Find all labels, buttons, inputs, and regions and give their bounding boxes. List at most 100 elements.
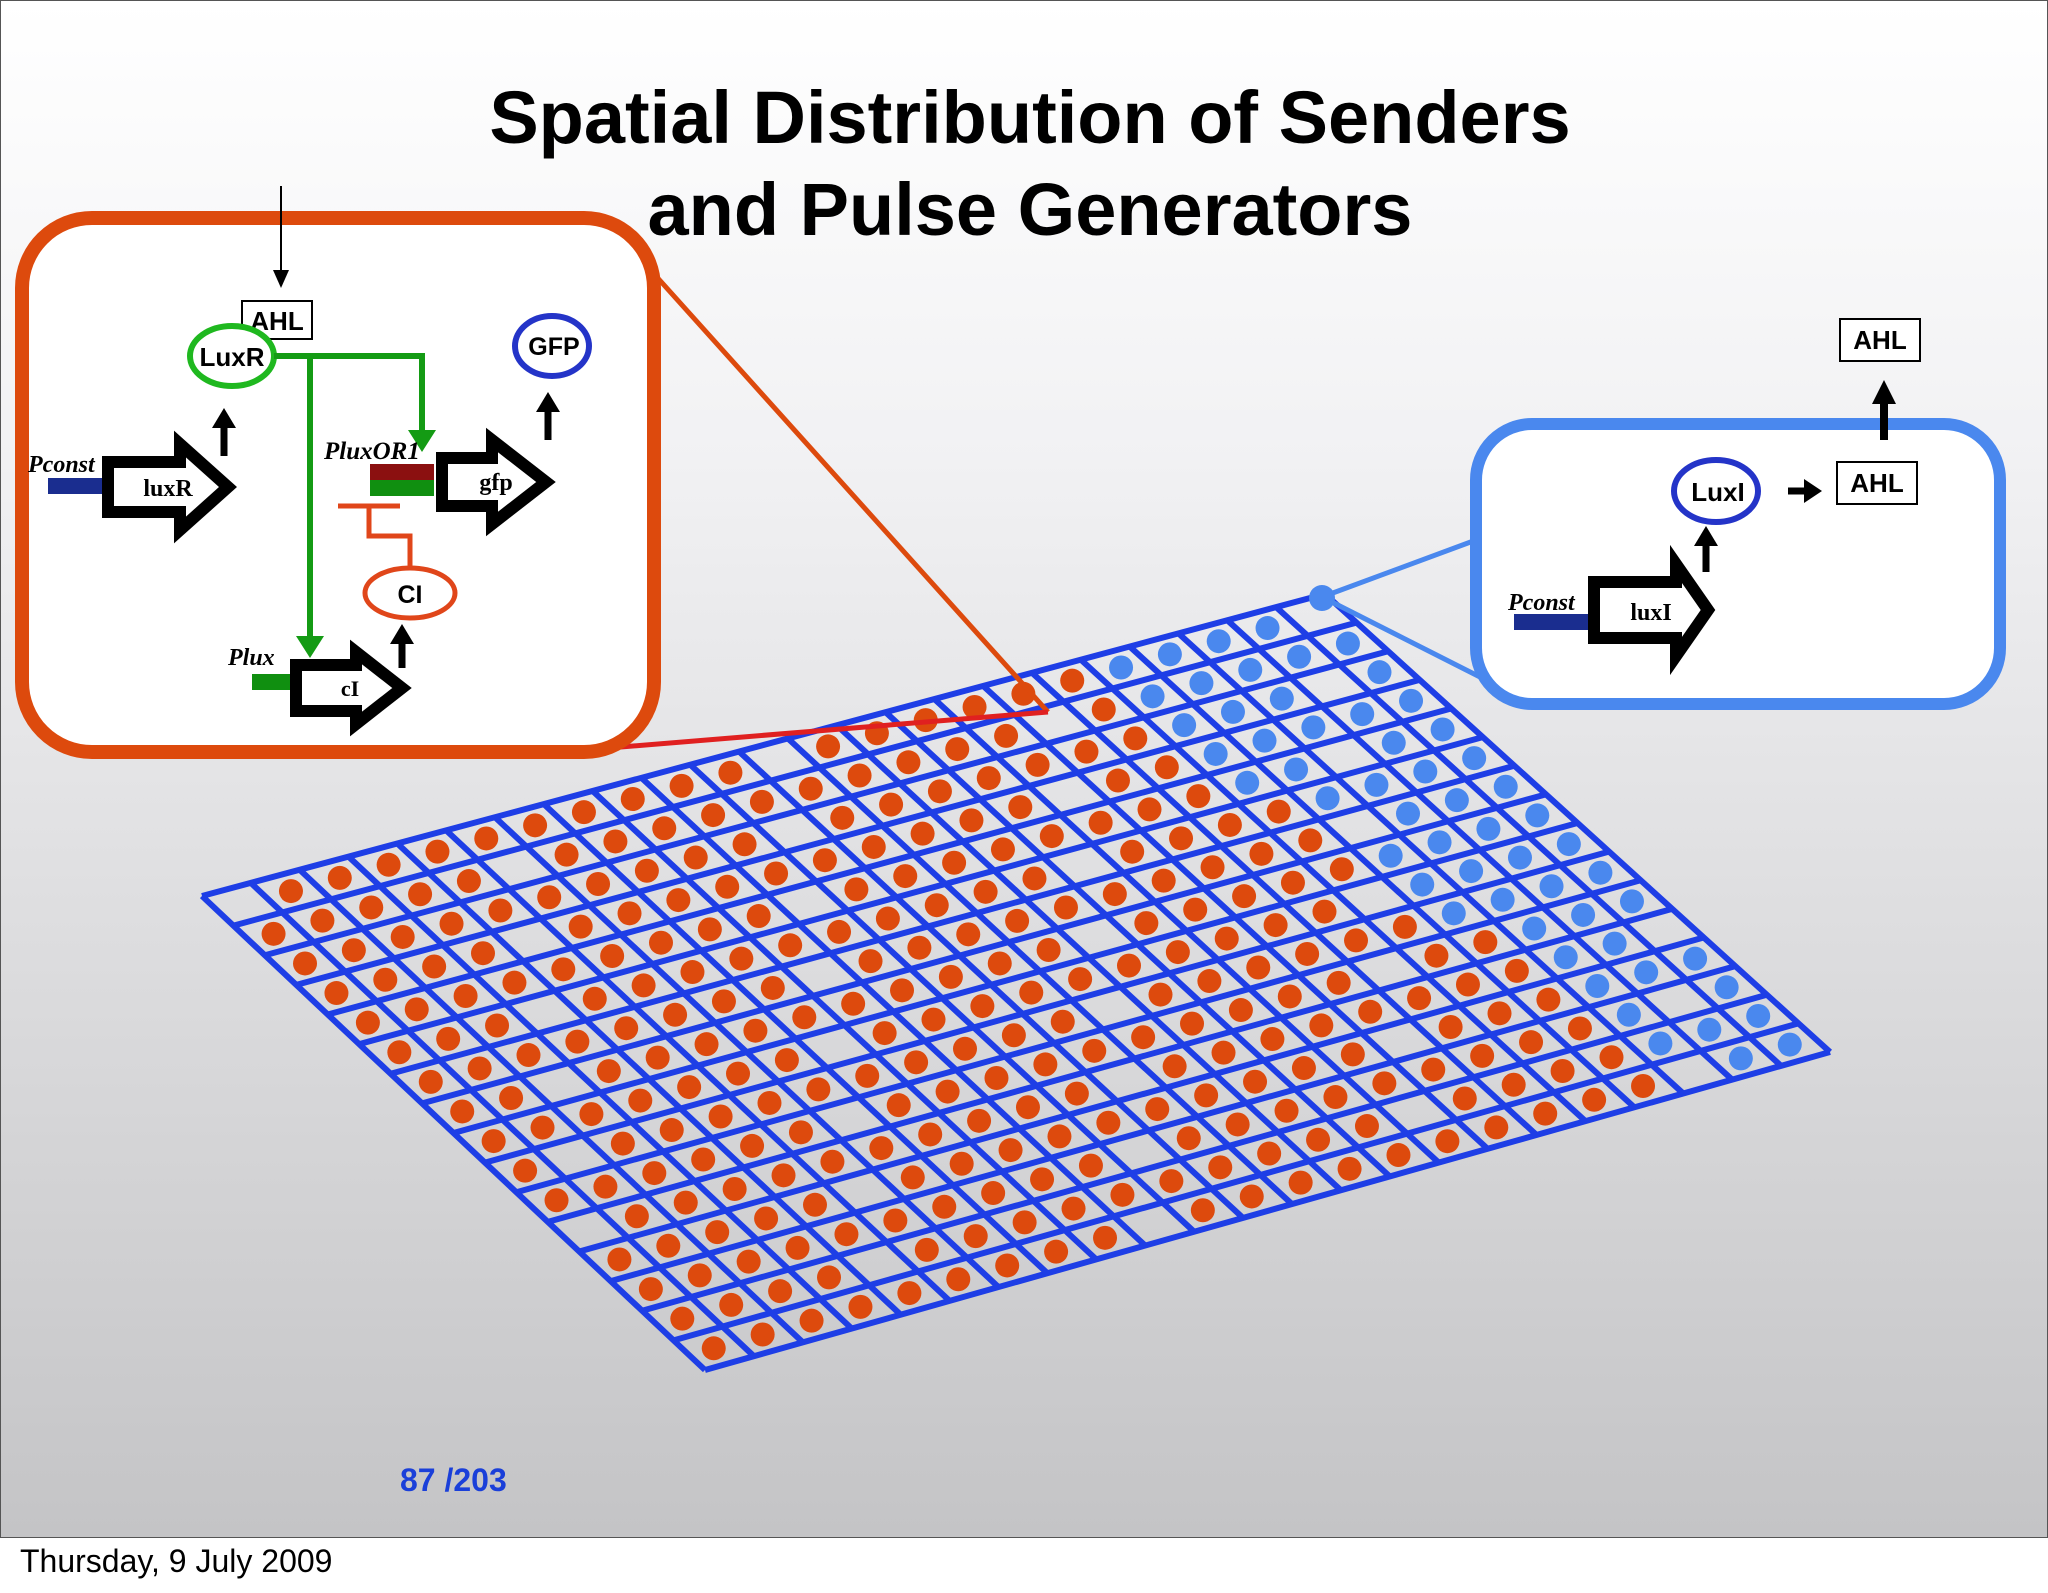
- grid-col-line: [1274, 604, 1784, 1069]
- pulse-generator-cell: [858, 949, 883, 974]
- luxi-gene-label: luxI: [1630, 600, 1671, 626]
- plux-promoter: [252, 674, 296, 690]
- pulse-generator-cell: [981, 1181, 1006, 1206]
- sender-cell: [1427, 830, 1452, 855]
- cell-grid: [199, 591, 1833, 1373]
- pulse-generator-cell: [355, 1010, 380, 1035]
- sender-cell: [1220, 699, 1245, 724]
- pulse-generator-cell: [1088, 810, 1113, 835]
- sender-cell: [1109, 655, 1134, 680]
- sender-cell: [1367, 660, 1392, 685]
- sender-cell: [1413, 759, 1438, 784]
- sender-box: LuxI AHL Pconst luxI: [1470, 380, 2006, 710]
- grid-lines: [199, 591, 1833, 1373]
- sender-cell: [1490, 887, 1515, 912]
- sender-cell: [1206, 629, 1231, 654]
- pulse-generator-cell: [691, 1147, 716, 1172]
- pulse-generator-cell: [1424, 943, 1449, 968]
- ci-gene-label: cI: [341, 676, 359, 701]
- pulse-generator-cell: [648, 930, 673, 955]
- grid-row-line: [326, 705, 1453, 1018]
- pulse-generator-cell: [659, 1118, 684, 1143]
- sender-pconst-label: Pconst: [1507, 590, 1576, 616]
- pulse-generator-cell: [652, 816, 677, 841]
- pulse-generator-cell: [722, 1176, 747, 1201]
- pulse-generator-cell: [516, 1043, 541, 1068]
- pulse-generator-cell: [1274, 1098, 1299, 1123]
- pulse-generator-cell: [945, 737, 970, 762]
- pulse-generator-cell: [1435, 1129, 1460, 1154]
- pulse-generator-cell: [1096, 1110, 1121, 1135]
- sender-cell: [1350, 702, 1375, 727]
- pulse-generator-cell: [987, 951, 1012, 976]
- pulse-generator-cell: [1211, 1040, 1236, 1065]
- grid-row-line: [547, 905, 1673, 1225]
- pulse-generator-cell: [861, 834, 886, 859]
- pulse-generator-cell: [778, 933, 803, 958]
- pulse-generator-cell: [1123, 726, 1148, 751]
- sender-cell: [1585, 973, 1610, 998]
- pulse-generator-cell: [1154, 755, 1179, 780]
- sender-cell: [1571, 902, 1596, 927]
- pulse-generator-cell: [729, 946, 754, 971]
- pulse-generator-cell: [1116, 953, 1141, 978]
- luxr-activation-lines: [274, 353, 425, 640]
- grid-col-line: [1322, 591, 1833, 1055]
- sender-cell: [1746, 1003, 1771, 1028]
- pulse-generator-cell: [1134, 911, 1159, 936]
- pulse-generator-cell: [470, 941, 495, 966]
- pulse-generator-cell: [1039, 824, 1064, 849]
- gfp-protein-label: GFP: [528, 333, 579, 361]
- sender-cell: [1269, 686, 1294, 711]
- pulse-generator-cell: [593, 1174, 618, 1199]
- pulse-generator-cell: [1194, 1083, 1219, 1108]
- sender-cell: [1476, 816, 1501, 841]
- pulse-generator-cell: [523, 813, 548, 838]
- ahl-exported-box: [1839, 318, 1921, 362]
- pulse-generator-connector: [559, 273, 1050, 755]
- grid-col-line: [737, 749, 1246, 1221]
- pluxor1-promoter-label: PluxOR1: [323, 438, 420, 465]
- pulse-generator-cell: [1068, 967, 1093, 992]
- pulse-generator-cell: [1148, 982, 1173, 1007]
- pulse-generator-cell: [893, 864, 918, 889]
- pulse-generator-cell: [816, 734, 841, 759]
- pulse-generator-cell: [1484, 1115, 1509, 1140]
- sender-cell: [1335, 631, 1360, 656]
- pulse-generator-cell: [740, 1133, 765, 1158]
- pulse-generator-cell: [932, 1194, 957, 1219]
- pulse-generator-cell: [1159, 1169, 1184, 1194]
- sender-cell: [1462, 746, 1487, 771]
- ahl-exported-label: AHL: [1853, 325, 1907, 355]
- pulse-generator-cell: [736, 1249, 761, 1274]
- pulse-generator-cell: [1208, 1155, 1233, 1180]
- pulse-generator-cell: [1110, 1182, 1135, 1207]
- grid-col-line: [834, 723, 1343, 1193]
- grid-col-line: [199, 893, 708, 1373]
- pulse-generator-cell: [537, 885, 562, 910]
- pluxor1-activation-arrowhead: [408, 430, 436, 452]
- pulse-generator-cell: [278, 879, 303, 904]
- pulse-generator-cell: [579, 1102, 604, 1127]
- sender-cell: [1441, 901, 1466, 926]
- sender-cell: [1525, 803, 1550, 828]
- pulse-generator-cell: [530, 1115, 555, 1140]
- grid-col-line: [1078, 657, 1588, 1124]
- pulse-generator-cell: [1263, 913, 1288, 938]
- pulse-generator-cell: [802, 1192, 827, 1217]
- grid-dots: [261, 616, 1802, 1361]
- pulse-generator-cell: [467, 1056, 492, 1081]
- ci-protein-label: CI: [398, 581, 423, 609]
- pulse-generator-cell: [1599, 1045, 1624, 1070]
- pulse-generator-cell: [798, 776, 823, 801]
- pulse-generator-cell: [565, 1029, 590, 1054]
- pulse-generator-cell: [1131, 1025, 1156, 1050]
- pulse-generator-cell: [1280, 870, 1305, 895]
- pulse-generator-cell: [680, 960, 705, 985]
- page-total: /203: [444, 1462, 507, 1498]
- pulse-generator-cell: [1145, 1097, 1170, 1122]
- pulse-generator-cell: [962, 694, 987, 719]
- pulse-generator-cell: [976, 766, 1001, 791]
- pulse-generator-cell: [750, 1322, 775, 1347]
- grid-row-line: [672, 1020, 1800, 1344]
